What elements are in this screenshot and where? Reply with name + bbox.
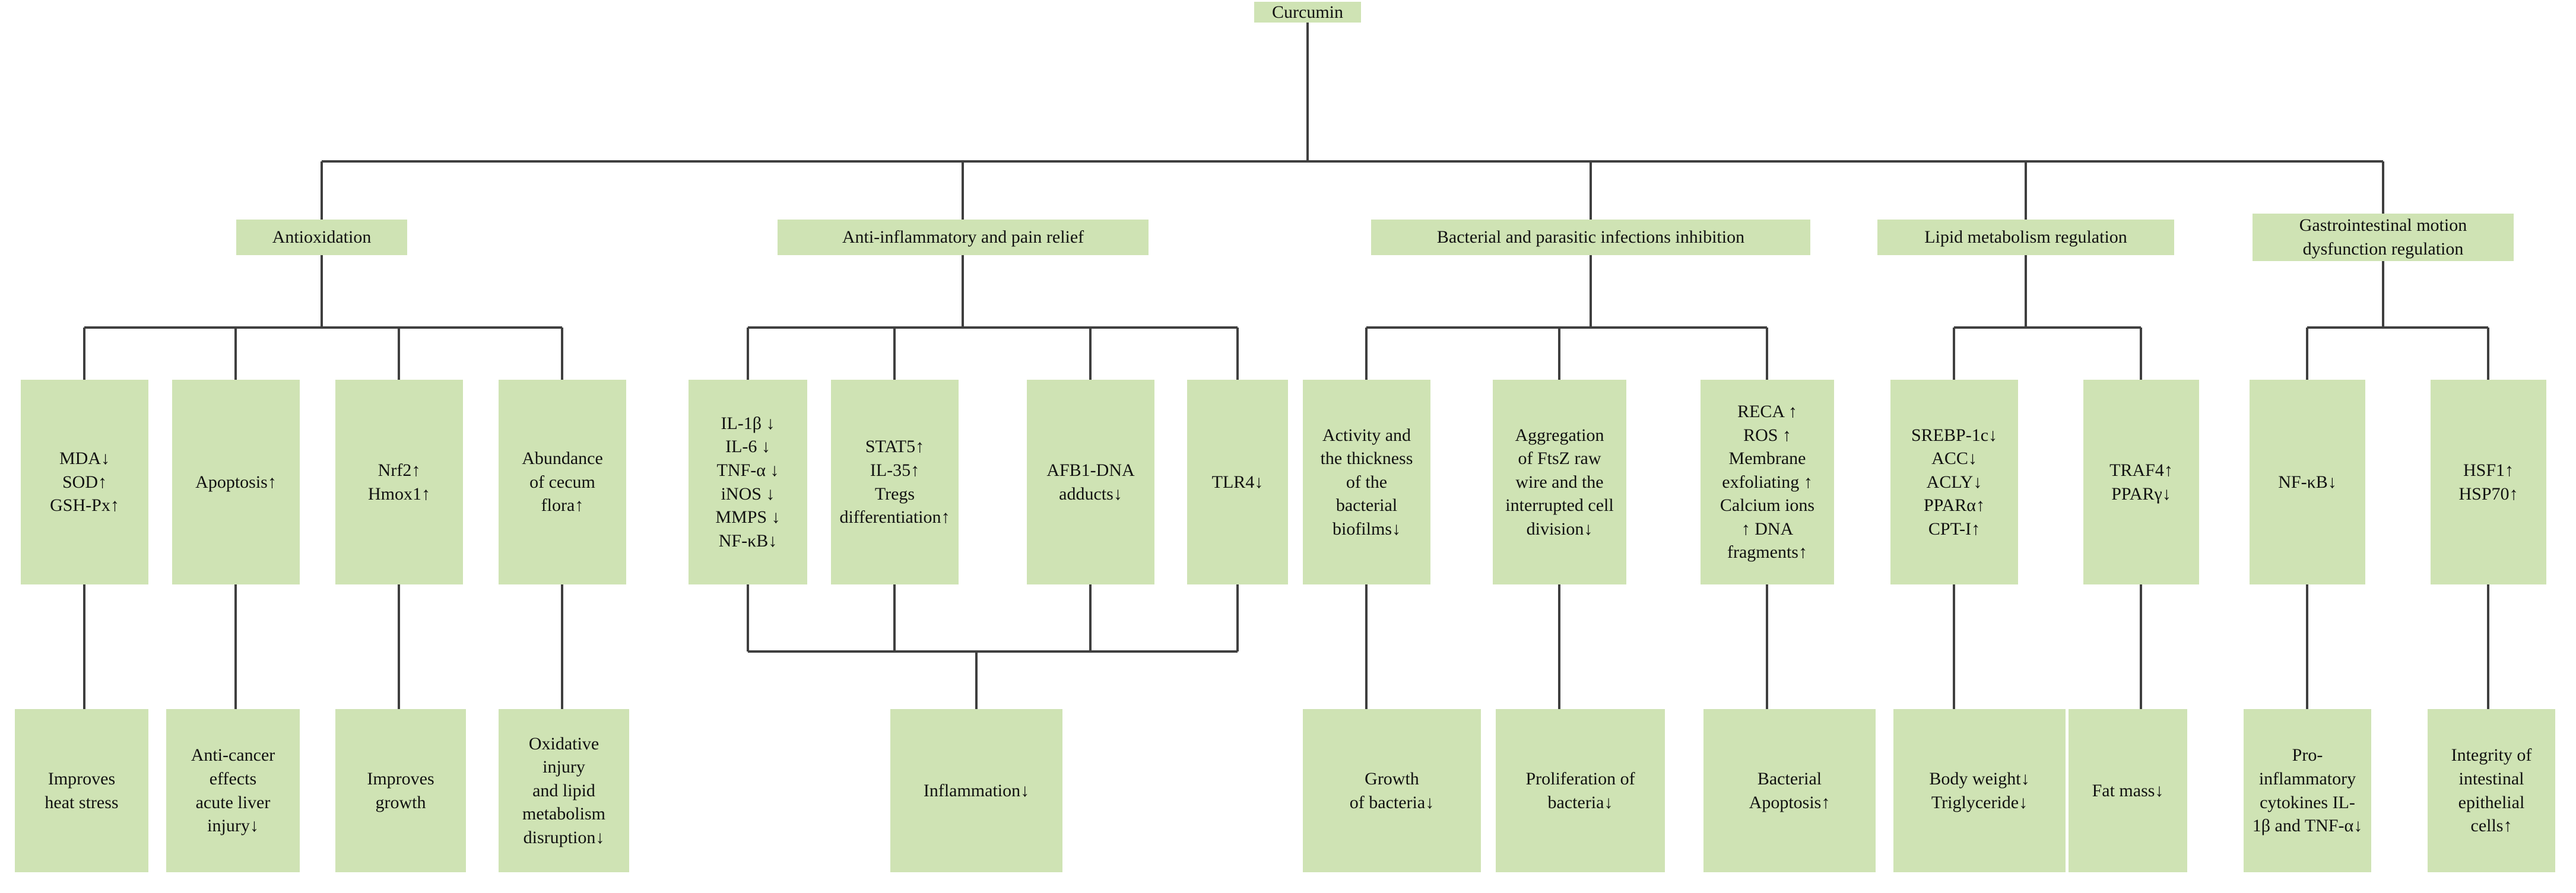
node-category-lipid[interactable]: Lipid metabolism regulation [1877, 220, 2174, 255]
node-label: Bacterial Apoptosis↑ [1749, 768, 1831, 812]
node-outcome-6[interactable]: Growth of bacteria↓ [1303, 709, 1481, 872]
node-root-curcumin[interactable]: Curcumin [1254, 2, 1361, 23]
node-mechanism-inflam-4[interactable]: TLR4↓ [1187, 380, 1288, 584]
node-label: Curcumin [1272, 2, 1343, 22]
node-outcome-4[interactable]: Oxidative injury and lipid metabolism di… [499, 709, 629, 872]
node-label: Antioxidation [272, 227, 372, 247]
node-label: Integrity of intestinal epithelial cells… [2451, 745, 2532, 836]
node-label: RECA ↑ ROS ↑ Membrane exfoliating ↑ Calc… [1720, 401, 1815, 563]
node-label: Bacterial and parasitic infections inhib… [1436, 227, 1745, 247]
node-category-gastrointestinal[interactable]: Gastrointestinal motion dysfunction regu… [2253, 214, 2514, 261]
node-outcome-2[interactable]: Anti-cancer effects acute liver injury↓ [166, 709, 300, 872]
node-label: Improves growth [367, 768, 434, 812]
node-label: Oxidative injury and lipid metabolism di… [522, 733, 605, 847]
node-category-anti-inflammatory[interactable]: Anti-inflammatory and pain relief [778, 220, 1149, 255]
node-outcome-12[interactable]: Integrity of intestinal epithelial cells… [2428, 709, 2555, 872]
node-mechanism-inflam-1[interactable]: IL-1β ↓ IL-6 ↓ TNF-α ↓ iNOS ↓ MMPS ↓ NF-… [689, 380, 807, 584]
node-label: Gastrointestinal motion dysfunction regu… [2299, 215, 2467, 259]
node-label: Aggregation of FtsZ raw wire and the int… [1505, 425, 1614, 539]
node-outcome-11[interactable]: Pro- inflammatory cytokines IL- 1β and T… [2244, 709, 2371, 872]
node-outcome-9[interactable]: Body weight↓ Triglyceride↓ [1893, 709, 2066, 872]
node-label: Anti-cancer effects acute liver injury↓ [191, 745, 275, 836]
node-mechanism-bact-1[interactable]: Activity and the thickness of the bacter… [1303, 380, 1430, 584]
node-mechanism-bact-3[interactable]: RECA ↑ ROS ↑ Membrane exfoliating ↑ Calc… [1701, 380, 1834, 584]
node-outcome-5[interactable]: Inflammation↓ [890, 709, 1062, 872]
node-label: Apoptosis↑ [195, 472, 277, 492]
node-label: TLR4↓ [1211, 472, 1264, 492]
node-mechanism-inflam-2[interactable]: STAT5↑ IL-35↑ Tregs differentiation↑ [831, 380, 959, 584]
node-label: Growth of bacteria↓ [1349, 768, 1435, 812]
node-mechanism-antiox-3[interactable]: Nrf2↑ Hmox1↑ [335, 380, 463, 584]
node-label: TRAF4↑ PPARγ↓ [2109, 460, 2173, 504]
node-label: NF-κB↓ [2278, 472, 2337, 492]
node-label: Lipid metabolism regulation [1924, 227, 2127, 247]
node-label: SREBP-1c↓ ACC↓ ACLY↓ PPARα↑ CPT-I↑ [1911, 425, 1998, 539]
node-mechanism-gi-1[interactable]: NF-κB↓ [2250, 380, 2365, 584]
node-mechanism-lipid-1[interactable]: SREBP-1c↓ ACC↓ ACLY↓ PPARα↑ CPT-I↑ [1890, 380, 2018, 584]
node-outcome-10[interactable]: Fat mass↓ [2069, 709, 2187, 872]
node-label: IL-1β ↓ IL-6 ↓ TNF-α ↓ iNOS ↓ MMPS ↓ NF-… [715, 413, 781, 551]
node-label: Activity and the thickness of the bacter… [1320, 425, 1413, 539]
node-label: Abundance of cecum flora↑ [522, 449, 603, 516]
node-label: STAT5↑ IL-35↑ Tregs differentiation↑ [839, 437, 950, 527]
node-label: Body weight↓ Triglyceride↓ [1929, 768, 2030, 812]
node-label: Pro- inflammatory cytokines IL- 1β and T… [2252, 745, 2363, 836]
node-category-bacterial[interactable]: Bacterial and parasitic infections inhib… [1371, 220, 1810, 255]
node-outcome-1[interactable]: Improves heat stress [15, 709, 148, 872]
node-mechanism-lipid-2[interactable]: TRAF4↑ PPARγ↓ [2083, 380, 2199, 584]
node-outcome-3[interactable]: Improves growth [335, 709, 466, 872]
node-label: Nrf2↑ Hmox1↑ [368, 460, 430, 504]
node-outcome-7[interactable]: Proliferation of bacteria↓ [1496, 709, 1665, 872]
node-label: AFB1-DNA adducts↓ [1046, 460, 1135, 504]
node-outcome-8[interactable]: Bacterial Apoptosis↑ [1703, 709, 1876, 872]
node-mechanism-antiox-1[interactable]: MDA↓ SOD↑ GSH-Px↑ [21, 380, 148, 584]
node-label: Anti-inflammatory and pain relief [842, 227, 1084, 247]
node-mechanism-bact-2[interactable]: Aggregation of FtsZ raw wire and the int… [1493, 380, 1626, 584]
node-category-antioxidation[interactable]: Antioxidation [236, 220, 407, 255]
node-label: HSF1↑ HSP70↑ [2458, 460, 2518, 504]
node-label: Improves heat stress [45, 768, 119, 812]
node-mechanism-antiox-4[interactable]: Abundance of cecum flora↑ [499, 380, 626, 584]
node-mechanism-antiox-2[interactable]: Apoptosis↑ [172, 380, 300, 584]
node-label: Fat mass↓ [2092, 780, 2164, 800]
node-mechanism-inflam-3[interactable]: AFB1-DNA adducts↓ [1027, 380, 1154, 584]
node-label: Inflammation↓ [923, 780, 1030, 800]
node-label: MDA↓ SOD↑ GSH-Px↑ [50, 449, 119, 516]
node-label: Proliferation of bacteria↓ [1525, 768, 1635, 812]
node-mechanism-gi-2[interactable]: HSF1↑ HSP70↑ [2431, 380, 2546, 584]
